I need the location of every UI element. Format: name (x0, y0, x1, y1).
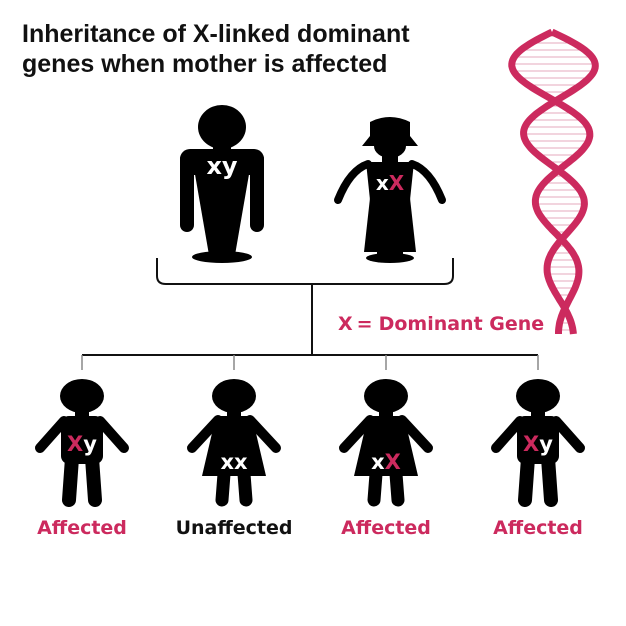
chromosome-normal: y (222, 152, 238, 180)
dna-helix-icon (508, 28, 599, 335)
mother-chromosomes: xX (376, 171, 405, 195)
child-figure-3: xX Affected (341, 379, 431, 539)
chromosome-normal: x (371, 450, 385, 474)
key-symbol: X (338, 313, 353, 335)
children-row: XyAffectedxxUnaffectedxXAffectedXyAffect… (37, 379, 583, 539)
key-equals: = (357, 313, 373, 335)
chromosome-dominant: X (67, 432, 83, 456)
dna-strand (520, 28, 599, 335)
parents-bracket (156, 258, 454, 285)
chromosome-normal: x (206, 152, 222, 180)
chromosome-normal: y (539, 432, 553, 456)
dna-strand (508, 28, 594, 334)
father-chromosomes: xy (206, 152, 237, 180)
child-chromosomes: xx (220, 450, 248, 474)
child-status-label: Unaffected (176, 517, 293, 539)
chromosome-dominant: X (389, 171, 405, 195)
child-status-label: Affected (493, 517, 583, 539)
children-ticks (81, 355, 539, 370)
chromosome-normal: x (220, 450, 234, 474)
chromosome-normal: x (234, 450, 248, 474)
title-line-2: genes when mother is affected (22, 50, 387, 78)
chromosome-normal: x (376, 171, 389, 195)
chromosome-normal: y (83, 432, 97, 456)
mother-figure: xX (334, 117, 446, 263)
female-child-icon (192, 379, 276, 500)
child-chromosomes: Xy (523, 432, 553, 456)
child-status-label: Affected (341, 517, 431, 539)
chromosome-dominant: X (385, 450, 401, 474)
key-text: Dominant Gene (379, 313, 545, 335)
child-status-label: Affected (37, 517, 127, 539)
female-child-icon (344, 379, 428, 500)
child-chromosomes: xX (371, 450, 401, 474)
child-chromosomes: Xy (67, 432, 97, 456)
father-figure: xy (180, 105, 264, 263)
legend-key: X= Dominant Gene (338, 313, 544, 335)
chromosome-dominant: X (523, 432, 539, 456)
title-line-1: Inheritance of X-linked dominant (22, 20, 410, 48)
